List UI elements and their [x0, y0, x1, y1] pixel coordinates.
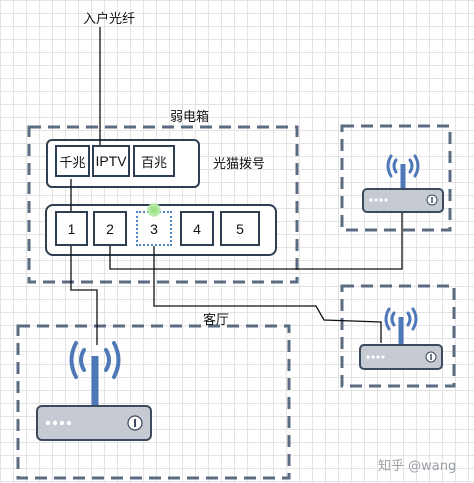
- lan-port-1[interactable]: 1: [55, 211, 88, 246]
- weak-box-label: 弱电箱: [170, 110, 210, 125]
- lan-port-5[interactable]: 5: [220, 211, 260, 246]
- router-icon: [359, 307, 443, 370]
- living-room-label: 客厅: [203, 313, 230, 328]
- modem-port-100m[interactable]: 百兆: [133, 145, 175, 177]
- watermark: 知乎 @wang: [378, 459, 457, 474]
- lan-port-4[interactable]: 4: [180, 211, 214, 246]
- lan-port-2[interactable]: 2: [93, 211, 127, 246]
- fiber-label: 入户光纤: [83, 12, 136, 27]
- top-router-room-border: [340, 124, 452, 232]
- cable-port1-to-living-router: [70, 246, 98, 345]
- right-router-room-border: [340, 284, 456, 388]
- router-icon: [362, 154, 444, 213]
- modem-port-gigabit[interactable]: 千兆: [55, 145, 90, 177]
- modem-label: 光猫拨号: [213, 157, 266, 172]
- cable-port3-to-right-router: [153, 246, 382, 343]
- router-icon: [36, 341, 152, 441]
- weak-box-border: [27, 125, 299, 284]
- cable-port2-to-top-router: [109, 196, 403, 270]
- selection-glow-icon: [147, 203, 161, 217]
- living-room-border: [16, 324, 291, 480]
- modem-port-iptv[interactable]: IPTV: [92, 145, 130, 177]
